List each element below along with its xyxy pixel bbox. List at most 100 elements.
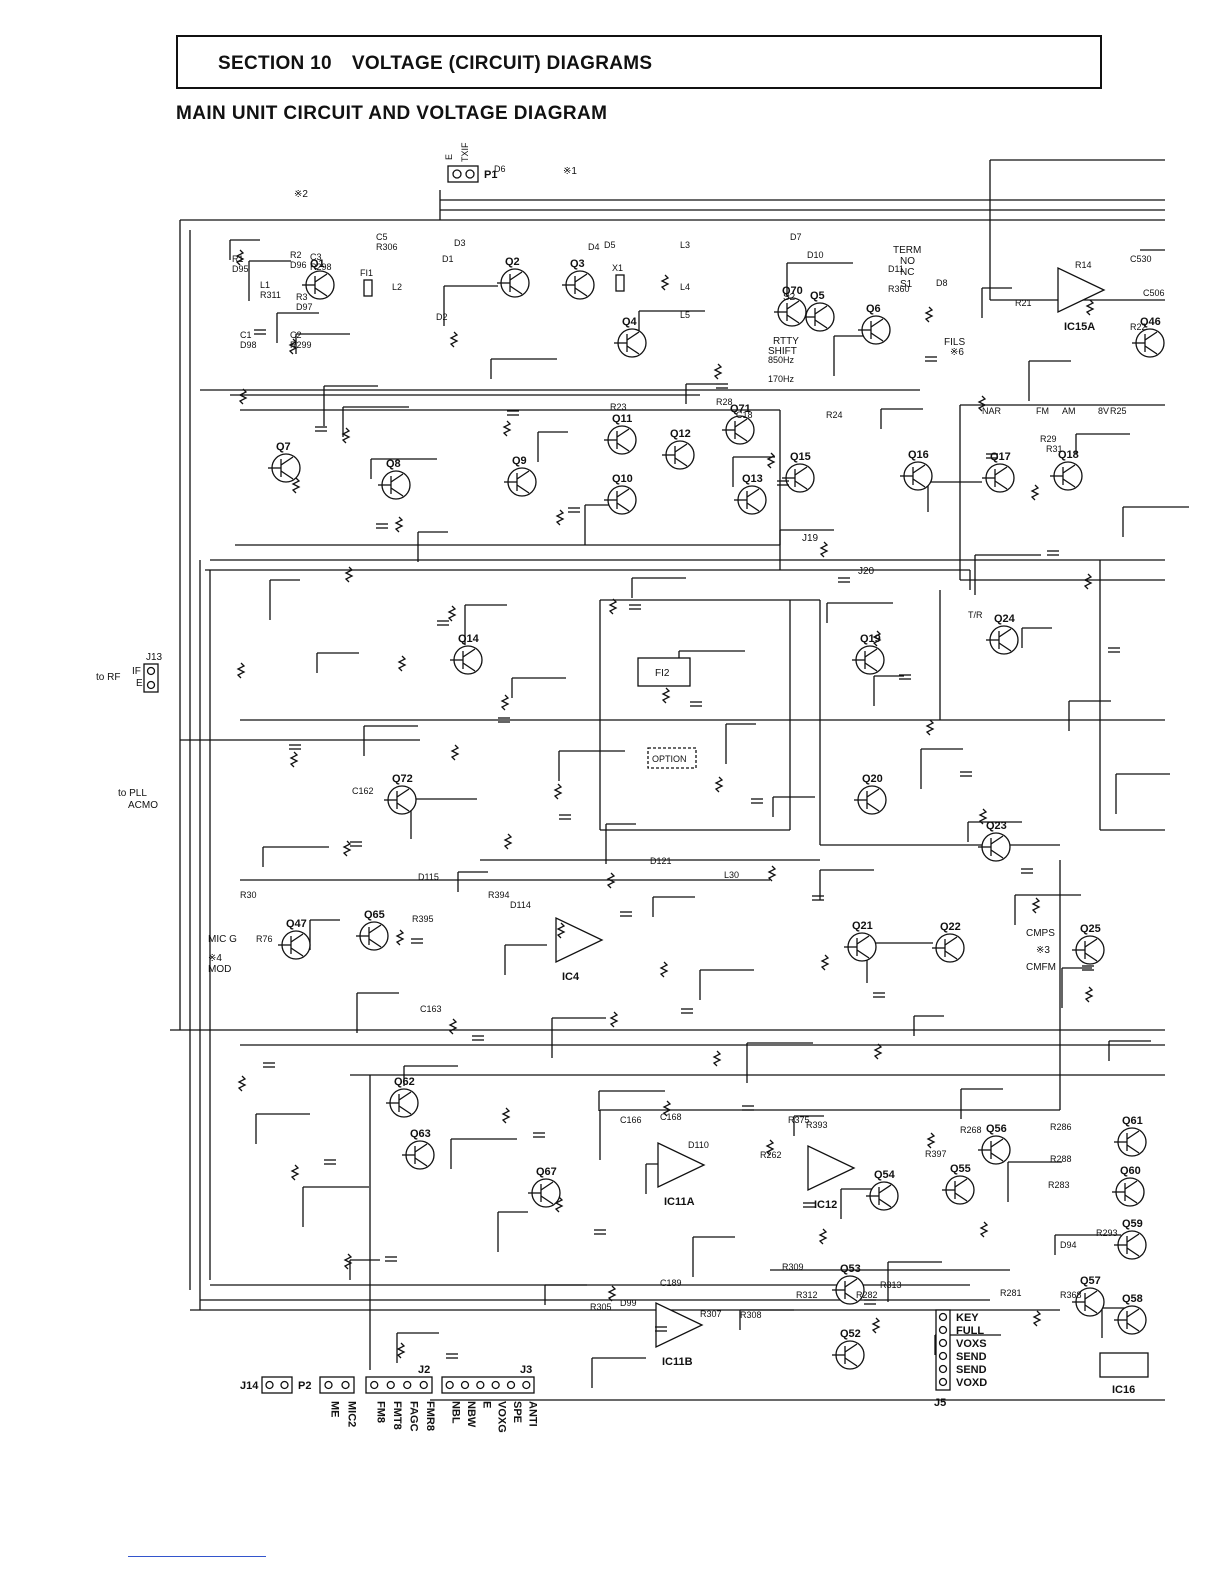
capacitor bbox=[655, 1326, 667, 1332]
mod-label: MOD bbox=[208, 964, 231, 975]
filter-fl1: FI1 bbox=[360, 268, 373, 297]
component-label: R293 bbox=[1096, 1228, 1118, 1238]
transistor-q6: Q6 bbox=[858, 303, 891, 345]
capacitor bbox=[986, 453, 998, 459]
ic-label-ic4: IC4 bbox=[562, 971, 580, 983]
resistor bbox=[818, 1228, 828, 1245]
resistor bbox=[767, 865, 777, 882]
resistor bbox=[343, 1253, 353, 1270]
transistor-label-q23: Q23 bbox=[986, 820, 1007, 832]
resistor bbox=[977, 395, 987, 412]
resistor bbox=[713, 363, 723, 380]
component-label: C5 bbox=[376, 232, 388, 242]
component-label: D114 bbox=[510, 900, 531, 910]
transistor-label-q20: Q20 bbox=[862, 773, 883, 785]
mod-marker: ※4 bbox=[208, 953, 222, 964]
connector-j13 bbox=[143, 663, 159, 693]
to-pll-label: to PLL bbox=[118, 788, 147, 799]
capacitor bbox=[568, 507, 580, 513]
component-label: D5 bbox=[604, 240, 616, 250]
transistor-label-q59: Q59 bbox=[1122, 1218, 1143, 1230]
transistor-label-q67: Q67 bbox=[536, 1166, 557, 1178]
connector-pin-label: FMR8 bbox=[424, 1401, 436, 1431]
resistor bbox=[449, 331, 459, 348]
resistor bbox=[820, 954, 830, 971]
transistor-q4: Q4 bbox=[614, 316, 647, 358]
s1-switch-labels: TERM NO NC S1 S2 RTTY SHIFT 850Hz 170Hz bbox=[768, 245, 921, 384]
section-number: SECTION 10 bbox=[218, 53, 332, 74]
component-label: C3 bbox=[310, 252, 322, 262]
j13-e-label: E bbox=[136, 678, 143, 689]
connector-pin-label: VOXG bbox=[496, 1401, 508, 1433]
ic-label-ic15a: IC15A bbox=[1064, 321, 1095, 333]
transistor-q56: Q56 bbox=[978, 1123, 1011, 1165]
transistor-label-q55: Q55 bbox=[950, 1163, 971, 1175]
transistor-q19: Q19 bbox=[852, 633, 885, 675]
resistor bbox=[503, 833, 513, 850]
component-label: R30 bbox=[240, 890, 257, 900]
capacitor bbox=[1047, 550, 1059, 556]
transistor-label-q5: Q5 bbox=[810, 290, 825, 302]
resistor bbox=[236, 662, 246, 679]
connector-pin-label: ANTI bbox=[526, 1401, 538, 1427]
resistor bbox=[873, 1043, 883, 1060]
component-label: R31 bbox=[1046, 444, 1063, 454]
transistor-label-q1: Q1 bbox=[310, 258, 325, 270]
resistor bbox=[607, 1285, 617, 1302]
transistor-q58: Q58 bbox=[1114, 1293, 1147, 1335]
footer-underline bbox=[128, 1556, 266, 1557]
mode-8v: 8V bbox=[1098, 406, 1109, 416]
resistor bbox=[606, 872, 616, 889]
component-label: R394 bbox=[488, 890, 510, 900]
transistor-label-q61: Q61 bbox=[1122, 1115, 1143, 1127]
component-label: C189 bbox=[660, 1278, 682, 1288]
component-label: L2 bbox=[392, 282, 402, 292]
component-label: D115 bbox=[418, 872, 439, 882]
ic-ic4: IC4 bbox=[555, 916, 604, 983]
transistor-q67: Q67 bbox=[528, 1166, 561, 1208]
transistor-label-q57: Q57 bbox=[1080, 1275, 1101, 1287]
transistor-q2: Q2 bbox=[497, 256, 530, 298]
p1-pin-txif: TXIF bbox=[460, 142, 470, 162]
component-label: D10 bbox=[807, 250, 824, 260]
transistor-q21: Q21 bbox=[844, 920, 877, 962]
j5-pin-label: FULL bbox=[956, 1325, 984, 1337]
capacitor bbox=[498, 717, 510, 723]
transistor-label-q21: Q21 bbox=[852, 920, 873, 932]
mode-fm: FM bbox=[1036, 406, 1049, 416]
component-label: R306 bbox=[376, 242, 398, 252]
connector-label-j2: J2 bbox=[418, 1364, 430, 1376]
transistor-label-q71: Q71 bbox=[730, 403, 751, 415]
component-label: C506 bbox=[1143, 288, 1165, 298]
transistor-label-q60: Q60 bbox=[1120, 1165, 1141, 1177]
component-label: R22 bbox=[1130, 322, 1147, 332]
resistor bbox=[924, 306, 934, 323]
transistor-label-q58: Q58 bbox=[1122, 1293, 1143, 1305]
filter-label-option: OPTION bbox=[652, 754, 687, 764]
component-label: D11 bbox=[888, 264, 904, 274]
component-label: R1 bbox=[232, 254, 244, 264]
transistor-q20: Q20 bbox=[854, 773, 887, 815]
transistor-q65: Q65 bbox=[356, 909, 389, 951]
transistor-label-q62: Q62 bbox=[394, 1076, 415, 1088]
connector-label-j3: J3 bbox=[520, 1364, 532, 1376]
component-label: R283 bbox=[1048, 1180, 1070, 1190]
component-label: R268 bbox=[960, 1125, 982, 1135]
component-label: C18 bbox=[736, 410, 753, 420]
capacitor bbox=[559, 814, 571, 820]
resistor bbox=[714, 776, 724, 793]
fils-label: FILS bbox=[944, 337, 965, 348]
component-label: R23 bbox=[610, 402, 627, 412]
resistor bbox=[765, 1139, 775, 1156]
rtty-label: RTTY bbox=[773, 336, 799, 347]
p1-label: P1 bbox=[484, 169, 497, 181]
resistor bbox=[609, 1011, 619, 1028]
transistor-q11: Q11 bbox=[604, 413, 637, 455]
capacitor bbox=[315, 426, 327, 432]
capacitor bbox=[507, 410, 519, 416]
transistor-label-q3: Q3 bbox=[570, 258, 585, 270]
transistor-q3: Q3 bbox=[562, 258, 595, 300]
